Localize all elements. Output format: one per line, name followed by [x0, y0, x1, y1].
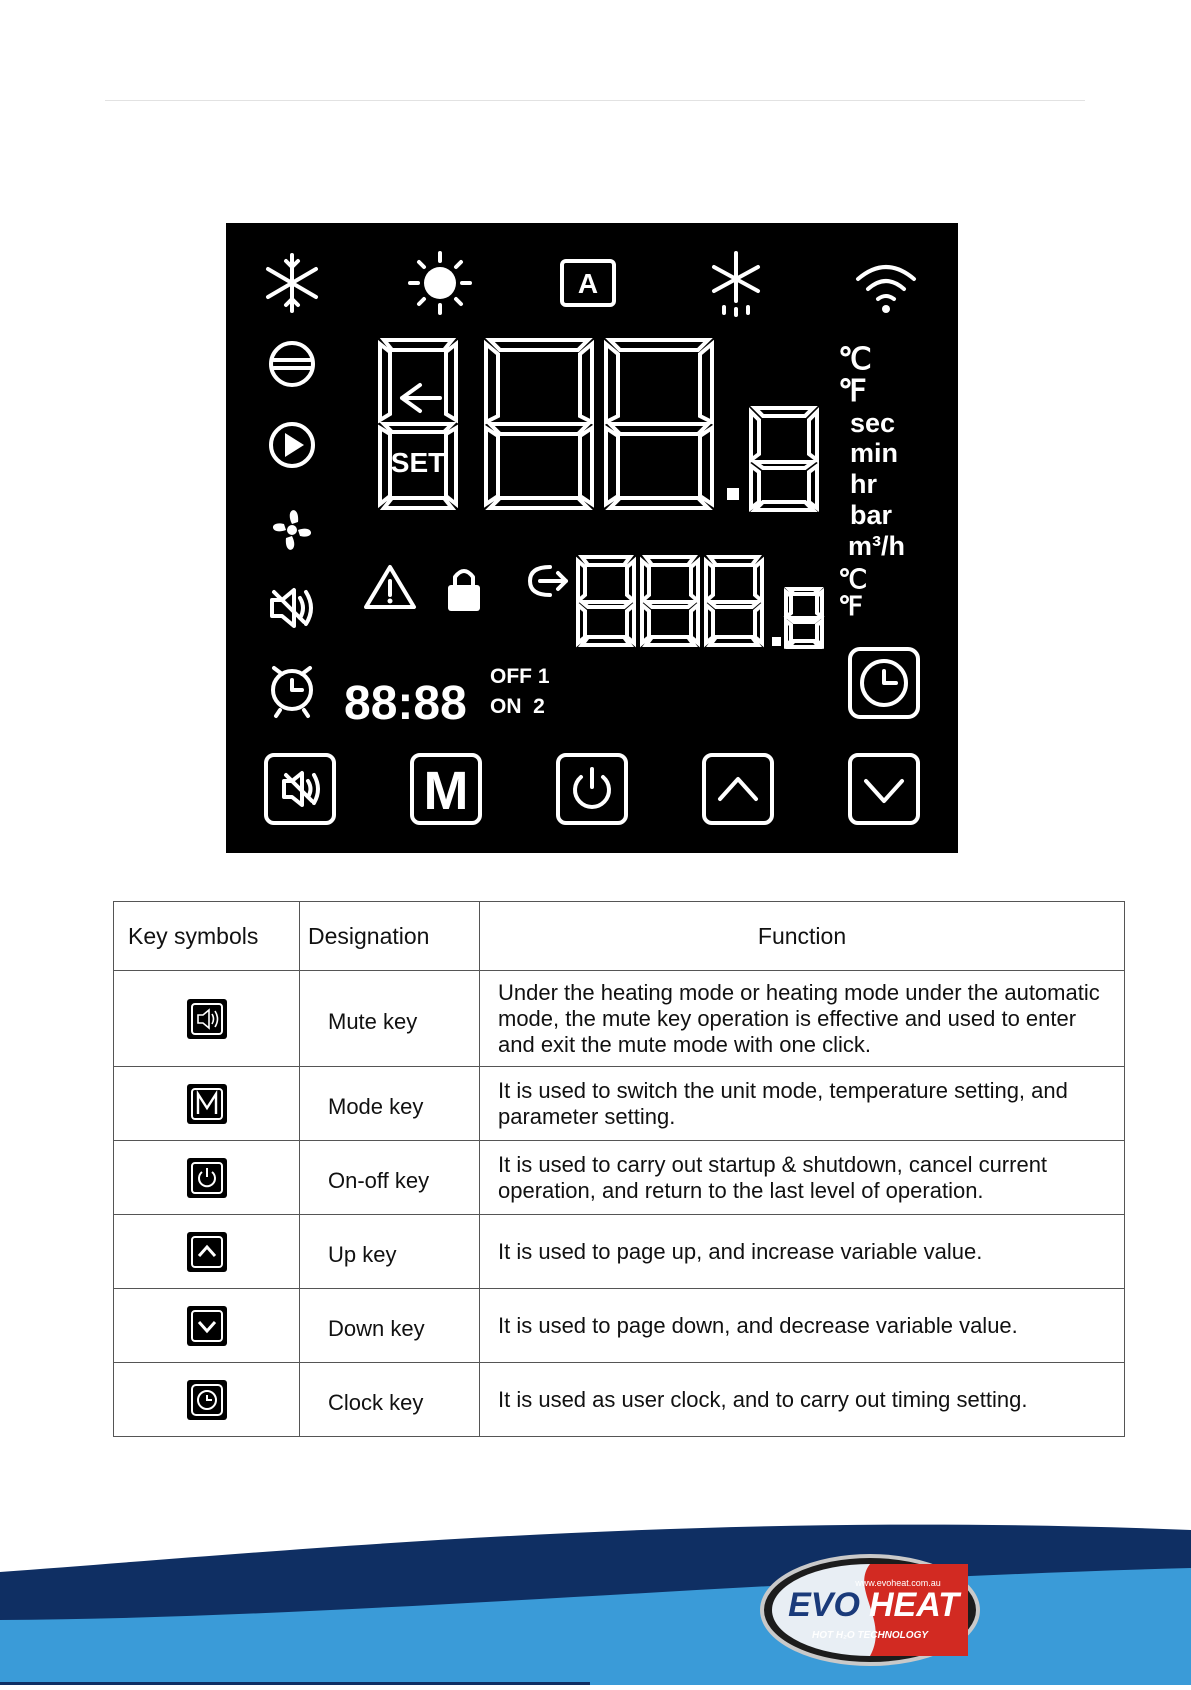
outlet-arrow-icon [528, 565, 568, 597]
panel-mode-key[interactable]: M [410, 753, 482, 825]
clock-digits: 88:88 [344, 677, 467, 730]
set-label: SET [391, 447, 445, 478]
panel-up-key[interactable] [702, 753, 774, 825]
header-function: Function [479, 901, 1125, 971]
power-key-icon [186, 1157, 227, 1198]
table-row: Mute key Under the heating mode or heati… [113, 970, 1125, 1067]
symbol-cell [113, 1362, 300, 1437]
main-digit-4 [749, 406, 819, 512]
down-key-icon [186, 1305, 227, 1346]
symbol-cell [113, 1288, 300, 1363]
unit-hr: hr [850, 469, 877, 499]
panel-mute-key[interactable] [264, 753, 336, 825]
lcd-display-svg: A [264, 251, 920, 825]
clock-key-icon [186, 1379, 227, 1420]
table-row: On-off key It is used to carry out start… [113, 1140, 1125, 1215]
symbol-cell [113, 1140, 300, 1215]
footer-wave-svg: EVO HEAT www.evoheat.com.au HOT H₂O TECH… [0, 1524, 1191, 1685]
designation-cell: Mode key [299, 1066, 480, 1141]
panel-power-key[interactable] [556, 753, 628, 825]
compressor-icon [269, 341, 315, 387]
panel-down-key[interactable] [848, 753, 920, 825]
designation-cell: Up key [299, 1214, 480, 1289]
timer-off-label: OFF 1 [490, 665, 550, 688]
function-cell: Under the heating mode or heating mode u… [479, 970, 1125, 1067]
function-cell: It is used as user clock, and to carry o… [479, 1362, 1125, 1437]
alarm-clock-icon [271, 666, 313, 718]
symbol-cell [113, 970, 300, 1067]
auto-mode-icon: A [560, 259, 616, 307]
fan-icon [272, 510, 312, 550]
sub-digit-2 [640, 555, 700, 648]
symbol-cell [113, 1066, 300, 1141]
symbol-cell [113, 1214, 300, 1289]
unit-bar: bar [850, 500, 893, 530]
main-digit-2 [484, 338, 594, 510]
header-rule [105, 100, 1085, 101]
snowflake-cool-icon [266, 253, 318, 313]
main-digits: SET [378, 338, 819, 512]
sub-unit-fahrenheit: ℉ [838, 591, 863, 621]
table-row: Mode key It is used to switch the unit m… [113, 1066, 1125, 1141]
unit-min: min [850, 438, 898, 468]
main-decimal-point [727, 488, 739, 500]
table-header-row: Key symbols Designation Function [113, 901, 1125, 971]
function-cell: It is used to page down, and decrease va… [479, 1288, 1125, 1363]
logo-heat-text: HEAT [869, 1586, 962, 1624]
panel-mode-letter: M [424, 761, 469, 821]
unit-flow: m³/h [848, 531, 905, 561]
mute-status-icon [270, 588, 313, 628]
key-symbol-table: Key symbols Designation Function Mute ke… [113, 901, 1125, 1437]
logo-url-text: www.evoheat.com.au [854, 1578, 941, 1588]
designation-cell: Mute key [299, 970, 480, 1067]
logo-evo-text: EVO [788, 1586, 860, 1624]
sub-unit-celsius: ℃ [838, 564, 867, 594]
unit-fahrenheit: ℉ [838, 375, 867, 408]
unit-celsius: ℃ [838, 343, 872, 376]
pump-play-icon [269, 422, 315, 468]
mute-key-icon [186, 998, 227, 1039]
warning-icon [364, 565, 416, 609]
wifi-icon [856, 265, 916, 313]
designation-cell: On-off key [299, 1140, 480, 1215]
lcd-display-panel: A [226, 223, 958, 853]
function-cell: It is used to switch the unit mode, temp… [479, 1066, 1125, 1141]
function-cell: It is used to carry out startup & shutdo… [479, 1140, 1125, 1215]
sub-digit-1 [576, 555, 636, 648]
main-digit-1: SET [378, 338, 458, 510]
table-row: Up key It is used to page up, and increa… [113, 1214, 1125, 1289]
sub-decimal-point [772, 637, 781, 646]
designation-cell: Down key [299, 1288, 480, 1363]
sub-digit-4 [783, 587, 825, 650]
sub-digit-3 [704, 555, 764, 648]
sub-digits: ℃ ℉ [576, 555, 867, 650]
header-key-symbols: Key symbols [113, 901, 300, 971]
designation-cell: Clock key [299, 1362, 480, 1437]
panel-clock-key[interactable] [848, 647, 920, 719]
upper-units: ℃ ℉ sec min hr bar m³/h [838, 343, 905, 561]
defrost-icon [712, 251, 760, 317]
timer-on-label: ON 2 [490, 695, 545, 718]
mode-key-icon [186, 1083, 227, 1124]
evoheat-logo: EVO HEAT www.evoheat.com.au HOT H₂O TECH… [760, 1554, 980, 1666]
table-row: Clock key It is used as user clock, and … [113, 1362, 1125, 1437]
auto-mode-letter: A [578, 268, 598, 299]
function-cell: It is used to page up, and increase vari… [479, 1214, 1125, 1289]
unit-sec: sec [850, 408, 895, 438]
logo-tagline-text: HOT H₂O TECHNOLOGY [812, 1630, 929, 1641]
table-row: Down key It is used to page down, and de… [113, 1288, 1125, 1363]
lock-icon [448, 569, 480, 611]
footer-wave: EVO HEAT www.evoheat.com.au HOT H₂O TECH… [0, 1490, 1191, 1685]
main-digit-3 [604, 338, 714, 510]
up-key-icon [186, 1231, 227, 1272]
sun-heat-icon [408, 251, 472, 315]
header-designation: Designation [299, 901, 480, 971]
footer-base-line [0, 1682, 590, 1685]
